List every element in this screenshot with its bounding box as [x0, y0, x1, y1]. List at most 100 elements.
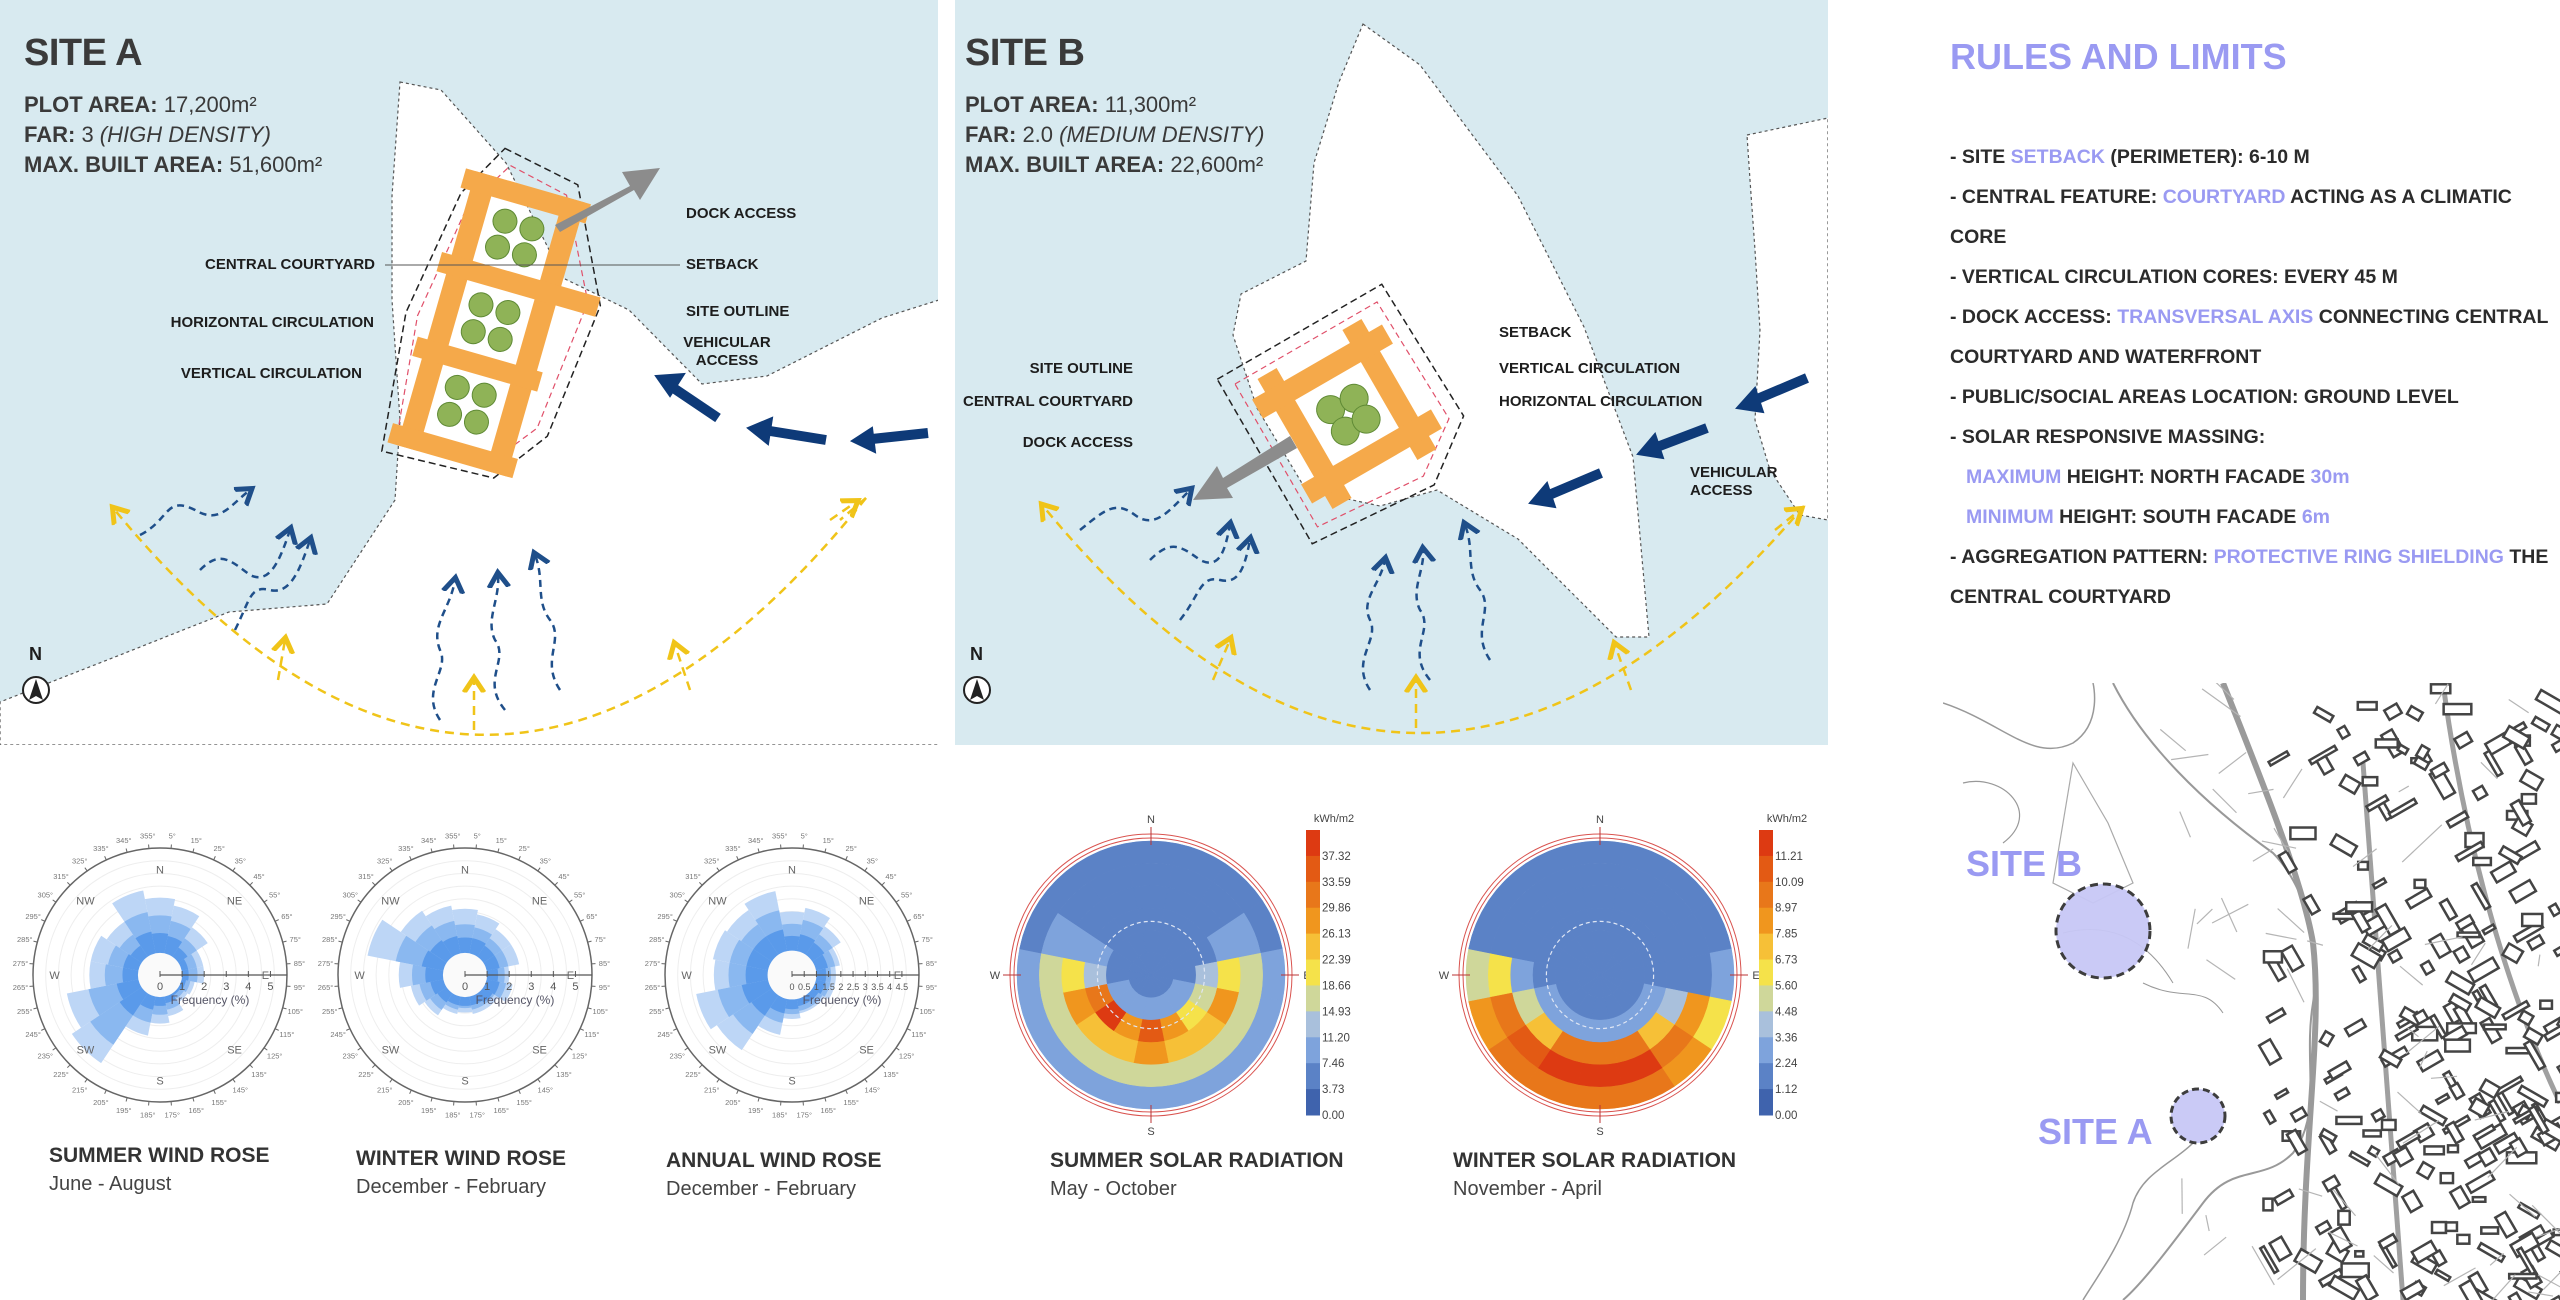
- map-building: [2497, 844, 2524, 866]
- rules-title: RULES AND LIMITS: [1950, 36, 2287, 77]
- degree-tick: [389, 867, 393, 872]
- map-street: [2206, 959, 2236, 980]
- compass-label: N: [1147, 814, 1155, 826]
- degree-label: 285°: [649, 935, 665, 944]
- degree-label: 75°: [290, 935, 301, 944]
- degree-tick: [757, 848, 760, 853]
- compass-label: SE: [227, 1045, 242, 1057]
- compass-label: S: [788, 1075, 795, 1087]
- degree-tick: [665, 1007, 670, 1010]
- degree-tick: [41, 919, 46, 922]
- degree-label: 345°: [116, 836, 132, 845]
- radiation-cell: [1643, 961, 1668, 989]
- map-building: [2344, 901, 2374, 913]
- map-building: [2370, 1107, 2387, 1124]
- map-street: [2487, 1146, 2518, 1178]
- map-building: [2349, 941, 2383, 970]
- compass-label: SE: [859, 1045, 874, 1057]
- map-building: [2525, 933, 2546, 952]
- rule-text: HEIGHT: NORTH FACADE: [2061, 466, 2311, 488]
- degree-label: 285°: [17, 935, 33, 944]
- map-building: [2530, 715, 2552, 734]
- degree-tick: [249, 1064, 253, 1068]
- label-setback: SETBACK: [686, 256, 759, 273]
- degree-tick: [881, 1064, 885, 1068]
- map-building: [2446, 1144, 2460, 1154]
- degree-tick: [52, 899, 57, 903]
- map-street: [2212, 788, 2237, 814]
- degree-label: 245°: [25, 1030, 41, 1039]
- radiation-cell: [1128, 1062, 1174, 1087]
- degree-label: 255°: [649, 1007, 665, 1016]
- rule-highlight: MINIMUM: [1966, 506, 2054, 528]
- map-street: [2491, 1274, 2516, 1300]
- degree-label: 95°: [294, 983, 305, 992]
- degree-tick: [192, 1097, 195, 1102]
- degree-tick: [84, 1078, 88, 1083]
- map-building: [2258, 1244, 2280, 1275]
- map-building: [2377, 1232, 2399, 1251]
- coastline: [2142, 982, 2224, 1014]
- map-street: [2367, 925, 2393, 950]
- frequency-tick-label: 0: [789, 982, 794, 992]
- degree-tick: [104, 856, 107, 861]
- degree-label: 175°: [796, 1110, 812, 1119]
- degree-tick: [673, 919, 678, 922]
- map-building: [2552, 1228, 2560, 1237]
- map-street: [2537, 954, 2541, 967]
- degree-tick: [736, 1089, 739, 1094]
- frequency-tick-label: 2: [201, 981, 207, 993]
- map-building: [2520, 912, 2544, 928]
- degree-tick: [192, 848, 195, 853]
- colorbar-label: 8.97: [1775, 903, 1797, 915]
- map-street: [2402, 1120, 2440, 1144]
- courtyard-trees: [1316, 383, 1381, 446]
- courtyard-trees: [437, 208, 545, 435]
- degree-tick: [914, 1007, 919, 1010]
- compass-label: SW: [382, 1045, 400, 1057]
- label-dock-access: DOCK ACCESS: [1022, 434, 1133, 451]
- colorbar-segment: [1306, 1063, 1320, 1090]
- degree-tick: [579, 1028, 584, 1031]
- degree-label: 275°: [645, 959, 661, 968]
- degree-label: 305°: [343, 891, 359, 900]
- degree-tick: [824, 1097, 827, 1102]
- vehicular-access-arrows: [1528, 373, 1809, 509]
- degree-label: 155°: [516, 1098, 532, 1107]
- degree-label: 45°: [885, 872, 896, 881]
- radiation-cell: [1039, 952, 1064, 998]
- degree-label: 295°: [330, 912, 346, 921]
- colorbar-unit: kWh/m2: [1314, 813, 1354, 825]
- frequency-tick-label: 4: [550, 981, 556, 993]
- map-street: [2537, 1274, 2560, 1288]
- map-building: [2364, 793, 2390, 813]
- coastline: [1943, 683, 2096, 750]
- map-street: [2211, 903, 2249, 924]
- map-street: [2399, 965, 2424, 986]
- compass-label: E: [567, 970, 574, 982]
- degree-label: 185°: [140, 1110, 156, 1119]
- degree-tick: [579, 919, 584, 922]
- map-street: [2248, 788, 2274, 795]
- site-b-diagram: [963, 23, 1828, 735]
- compass-label: W: [354, 970, 365, 982]
- compass-label: E: [262, 970, 269, 982]
- map-building: [2412, 1008, 2430, 1026]
- label-vertical-circulation: VERTICAL CIRCULATION: [1499, 360, 1681, 377]
- rule-highlight: COURTYARD: [2162, 186, 2286, 208]
- map-building: [2328, 832, 2359, 858]
- map-building: [2473, 995, 2502, 1020]
- map-building: [2348, 1150, 2372, 1168]
- map-street: [2273, 827, 2289, 852]
- map-label-site-b: SITE B: [1966, 843, 2083, 884]
- radiation-cell: [1194, 961, 1219, 989]
- degree-label: 55°: [269, 891, 280, 900]
- map-building: [2335, 1115, 2363, 1126]
- rule-item: - CENTRAL FEATURE: COURTYARD ACTING AS A…: [1950, 177, 2560, 257]
- map-street: [2332, 1189, 2357, 1217]
- degree-tick: [263, 899, 268, 903]
- map-building: [2527, 1104, 2550, 1136]
- degree-tick: [881, 882, 885, 886]
- degree-label: 265°: [318, 983, 334, 992]
- map-building: [2400, 1189, 2424, 1214]
